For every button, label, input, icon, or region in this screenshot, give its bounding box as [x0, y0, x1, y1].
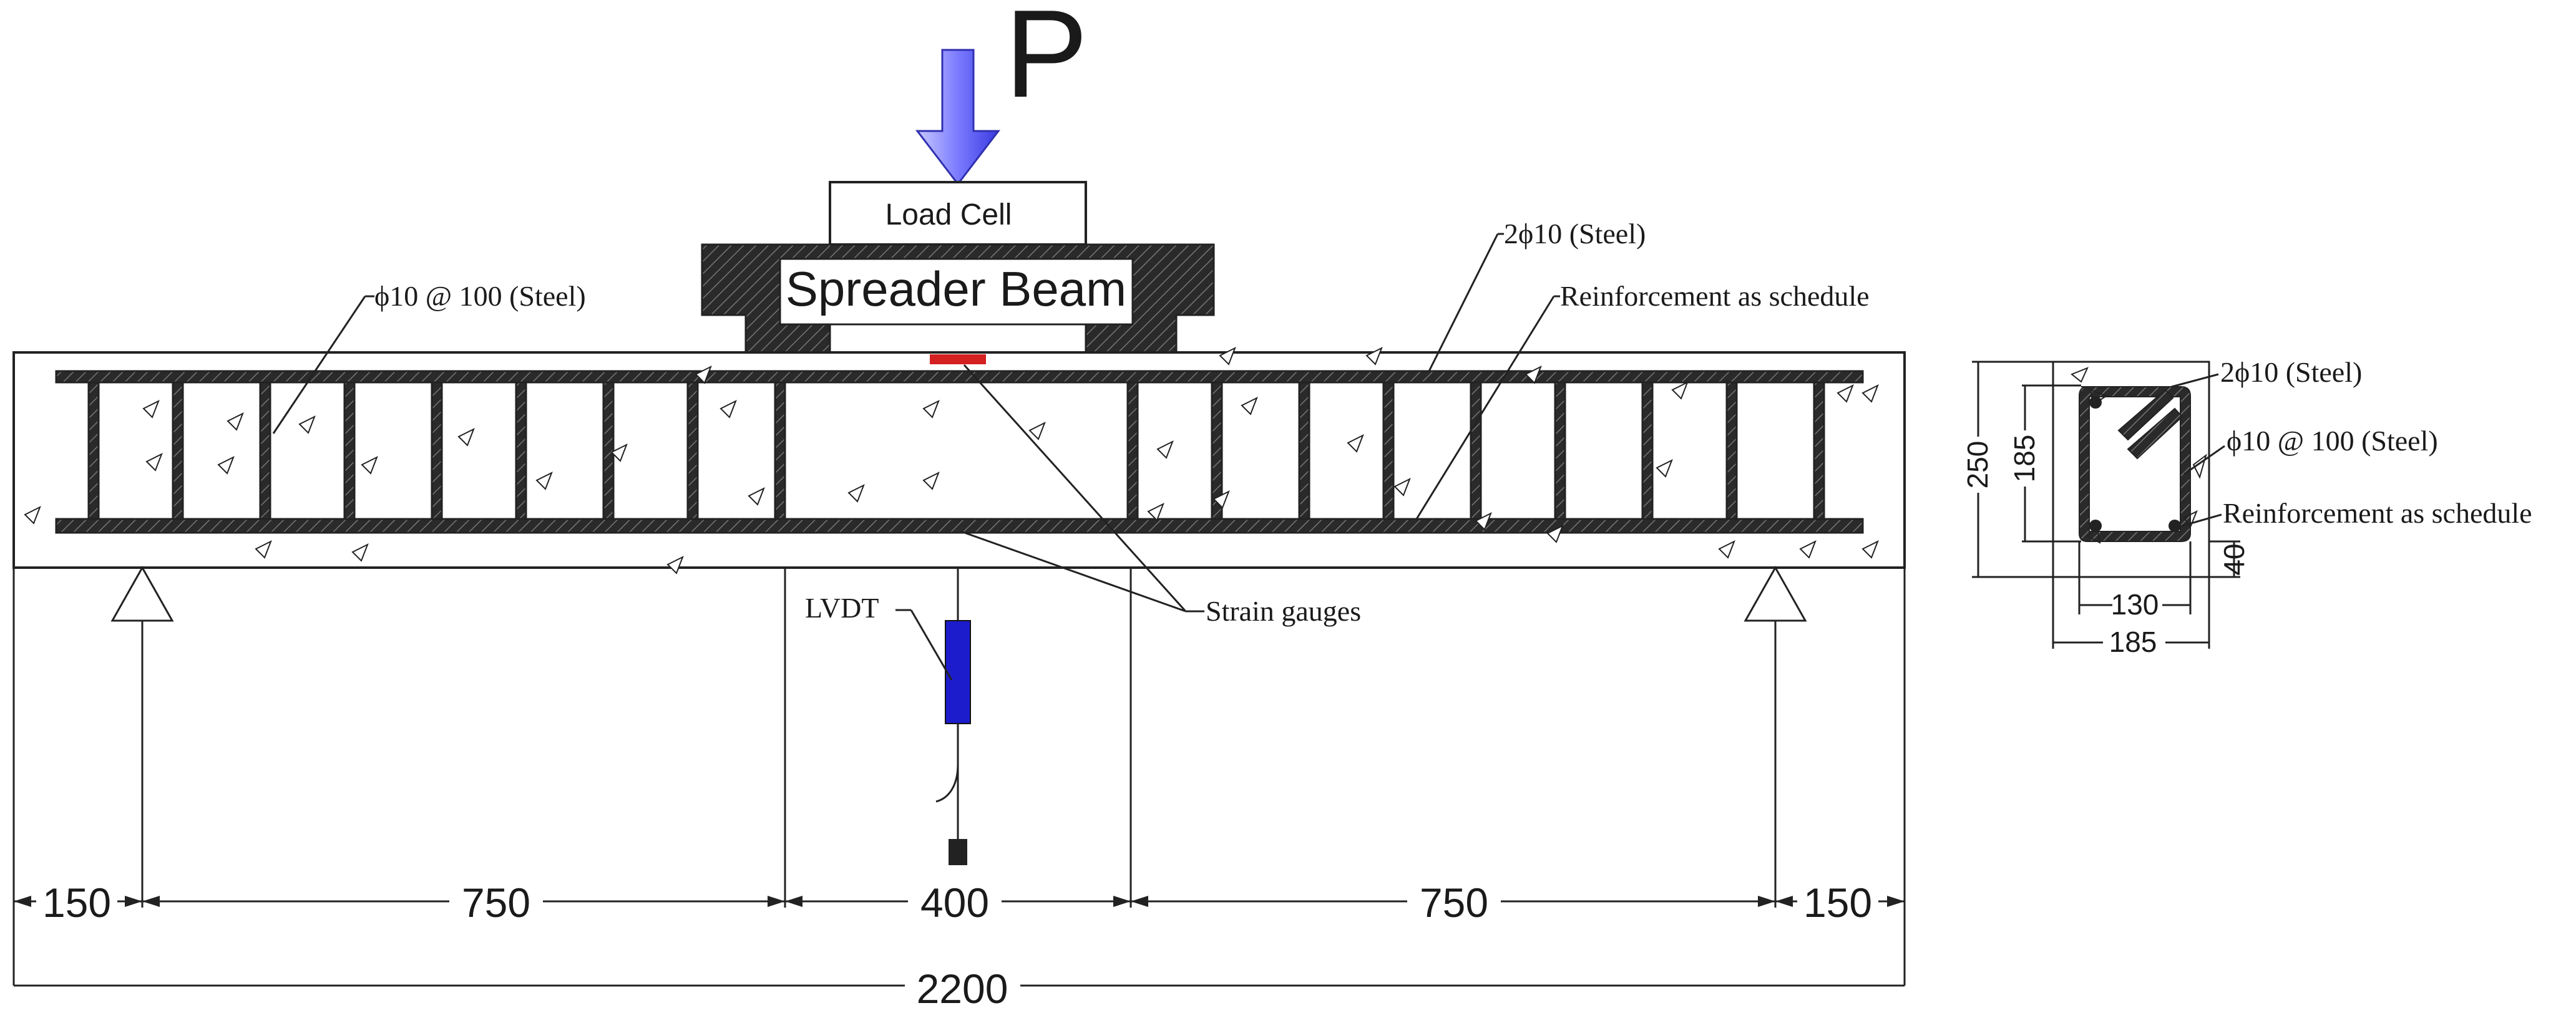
stirrup — [1382, 381, 1395, 520]
load-arrow — [915, 49, 1001, 186]
aggregate-mark — [1365, 346, 1383, 366]
aggregate-mark — [298, 415, 316, 434]
section-top-bars-label: 2ϕ10 (Steel) — [2220, 356, 2362, 388]
aggregate-mark — [847, 483, 865, 503]
aggregate-mark — [535, 471, 553, 490]
stirrup — [1554, 381, 1566, 520]
section-inner-height-label: 185 — [2008, 435, 2041, 483]
strain-gauge-top — [930, 354, 986, 364]
section-width-label: 185 — [2109, 626, 2157, 658]
aggregate-mark — [1525, 365, 1542, 384]
dim-150-left: 150 — [42, 880, 111, 926]
stirrup — [1298, 381, 1310, 520]
aggregate-mark — [142, 399, 160, 419]
beam-outline — [12, 351, 1906, 569]
spreader-beam-label: Spreader Beam — [786, 261, 1126, 316]
stirrup — [431, 381, 443, 520]
aggregate-mark — [255, 540, 272, 559]
aggregate-mark — [457, 427, 475, 447]
dim-total: 2200 — [917, 966, 1008, 1012]
stirrup — [1641, 381, 1654, 520]
stirrups — [87, 381, 1825, 520]
support-left — [110, 565, 174, 622]
aggregate-mark — [666, 555, 684, 574]
aggregate-mark — [1718, 540, 1735, 559]
top-bars — [55, 370, 1864, 384]
aggregate-mark — [351, 543, 369, 562]
lvdt-label: LVDT — [805, 592, 879, 624]
section-stirrups-label: ϕ10 @ 100 (Steel) — [2227, 425, 2438, 457]
lvdt — [895, 569, 971, 865]
load-label: P — [1005, 0, 1088, 124]
section-cover-label: 40 — [2218, 543, 2250, 575]
aggregate-mark — [1861, 540, 1879, 559]
top-bars-label: 2ϕ10 (Steel) — [1504, 218, 1646, 250]
aggregate-mark — [720, 399, 737, 419]
section-height-label: 250 — [1961, 441, 1994, 489]
aggregate-mark — [922, 399, 940, 419]
aggregate-mark — [1656, 458, 1673, 478]
stirrup — [1126, 381, 1139, 520]
stirrup — [1211, 381, 1223, 520]
aggregate-mark — [145, 452, 163, 472]
aggregate-mark — [1241, 396, 1258, 415]
dim-750-right: 750 — [1420, 880, 1488, 926]
aggregate-mark — [24, 505, 41, 525]
aggregate-mark — [1799, 540, 1817, 559]
aggregate-mark — [1212, 490, 1230, 509]
dim-150-right: 150 — [1803, 880, 1872, 926]
support-right — [1744, 565, 1807, 622]
aggregate-mark — [1475, 511, 1492, 531]
aggregate-mark — [1546, 524, 1564, 543]
stirrup — [686, 381, 699, 520]
load-cell-label: Load Cell — [886, 198, 1012, 231]
aggregate-mark — [1671, 381, 1689, 400]
cross-section — [2052, 361, 2210, 578]
stirrup — [87, 381, 100, 520]
aggregate-mark — [610, 443, 628, 462]
aggregate-mark — [1219, 346, 1236, 366]
aggregate-mark — [748, 487, 765, 506]
stirrup — [515, 381, 527, 520]
load-cell — [829, 181, 1087, 246]
dim-400: 400 — [920, 880, 989, 926]
stirrup — [343, 381, 356, 520]
dim-750-left: 750 — [462, 880, 530, 926]
stirrup — [774, 381, 786, 520]
stirrup — [259, 381, 271, 520]
aggregate-mark — [695, 365, 712, 384]
aggregate-mark — [227, 412, 244, 431]
strain-gauges-label: Strain gauges — [1206, 595, 1361, 627]
stirrups-label: ϕ10 @ 100 (Steel) — [374, 280, 586, 312]
aggregate-mark — [1028, 421, 1046, 440]
aggregate-mark — [217, 455, 235, 475]
aggregate-mark — [1347, 434, 1364, 453]
section-inner-width-label: 130 — [2111, 588, 2159, 621]
aggregate-mark — [361, 455, 378, 475]
stirrup — [1813, 381, 1825, 520]
aggregate-mark — [1861, 384, 1879, 403]
stirrup — [172, 381, 184, 520]
stirrup — [1725, 381, 1738, 520]
bottom-bars — [55, 518, 1864, 534]
extension-lines — [12, 568, 1906, 986]
stirrup — [602, 381, 615, 520]
strain-gauge-leaders — [960, 364, 1204, 613]
section-reinforcement-label: Reinforcement as schedule — [2223, 497, 2532, 529]
aggregate-mark — [1837, 384, 1854, 403]
aggregate-mark — [1393, 477, 1411, 497]
aggregate-mark — [1156, 440, 1174, 459]
reinforcement-label: Reinforcement as schedule — [1560, 280, 1870, 312]
aggregate-mark — [922, 471, 940, 490]
concrete-aggregate — [24, 346, 1879, 574]
stirrup — [1470, 381, 1482, 520]
aggregate-mark — [1147, 502, 1164, 521]
